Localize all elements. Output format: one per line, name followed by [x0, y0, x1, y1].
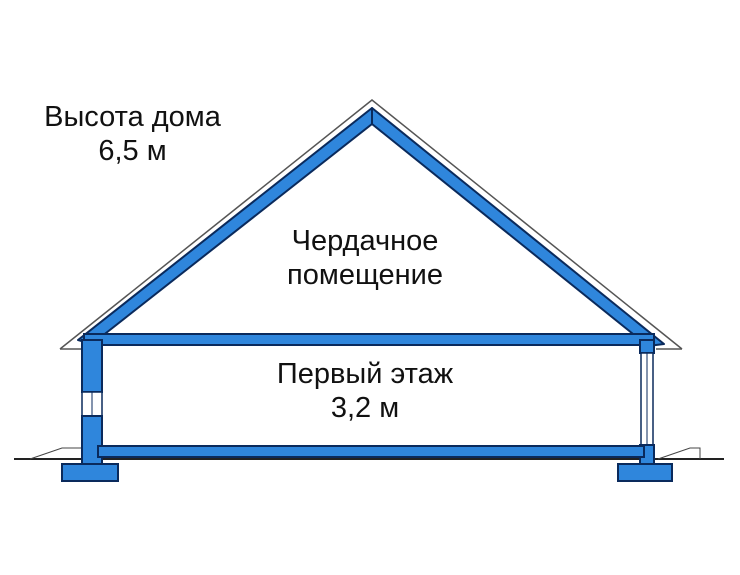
attic-label: Чердачное помещение [255, 224, 475, 292]
attic-label-line2: помещение [287, 259, 443, 291]
foundation-right [617, 463, 673, 482]
foundation-left [61, 463, 119, 482]
attic-floor-beam [83, 333, 655, 346]
house-height-label: Высота дома 6,5 м [20, 100, 245, 168]
house-height-title: Высота дома [44, 101, 221, 133]
ground-floor-slab [97, 445, 645, 458]
first-floor-height: 3,2 м [330, 392, 400, 424]
roof-outline [59, 99, 683, 350]
attic-label-line1: Чердачное [291, 225, 439, 257]
first-floor-label: Первый этаж 3,2 м [245, 357, 485, 425]
ground-line [14, 447, 724, 460]
first-floor-title: Первый этаж [276, 358, 454, 390]
house-height-value: 6,5 м [98, 135, 167, 167]
